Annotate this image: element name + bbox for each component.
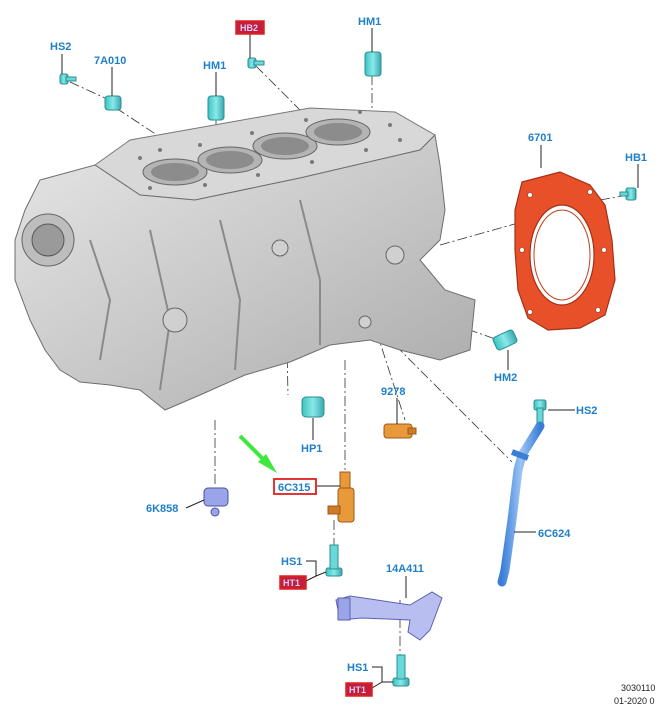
footer-date: 01-2020 0 [614,696,655,706]
label-ht-b: HT1 [349,685,366,695]
part-labels: HS2 7A010 HB2 HM1 HM1 6701 HB1 HM2 9278 … [50,16,647,697]
label-hs2-top: HS2 [50,41,71,53]
cylinder-block [14,107,476,411]
knock-sensor-9278 [383,423,417,439]
label-hm1-mid: HM1 [203,60,226,72]
rear-seal-retainer-6701 [514,171,616,331]
footer: 3030110 01-2020 0 [614,683,655,706]
label-6c624: 6C624 [538,528,571,540]
highlight-box-ht-b [345,682,373,697]
label-6k858: 6K858 [146,503,178,515]
crank-position-sensor-6c315 [327,471,355,523]
leader-lines [61,28,639,689]
label-9278: 9278 [381,386,405,398]
dowel-hm1-mid [207,95,225,121]
label-hb-top: HB2 [240,23,258,33]
plug-hp1 [301,396,325,418]
footer-code: 3030110 [621,683,655,693]
dowel-hm2 [492,329,518,351]
label-6c315: 6C315 [278,482,310,494]
bolt-hs1-a [325,544,343,577]
pointer-arrow [238,434,277,473]
label-6701: 6701 [528,132,552,144]
bolt-hb-top [247,57,265,69]
label-hs1-a: HS1 [281,556,302,568]
highlight-box-6c315 [273,478,317,495]
label-hm2: HM2 [494,372,517,384]
label-hm1-right: HM1 [358,16,381,28]
highlight-box-hb-top [235,20,265,35]
dowel-hm1-right [364,51,382,77]
plug-7a010 [104,95,122,111]
label-hp1: HP1 [301,443,322,455]
label-7a010: 7A010 [94,55,126,67]
dipstick-tube-6c624 [497,421,545,587]
label-hs2-right: HS2 [576,405,597,417]
label-hs1-b: HS1 [347,662,368,674]
bolt-hb1 [619,187,637,201]
bolt-hs2-top [59,73,77,85]
label-hb1: HB1 [625,152,647,164]
bolt-hs1-b [392,654,410,687]
heater-6k858 [203,487,229,517]
oil-pump-bracket-14a411 [335,591,443,641]
label-14a411: 14A411 [386,563,424,575]
highlight-box-ht-a [279,575,307,590]
label-ht-a: HT1 [283,578,300,588]
